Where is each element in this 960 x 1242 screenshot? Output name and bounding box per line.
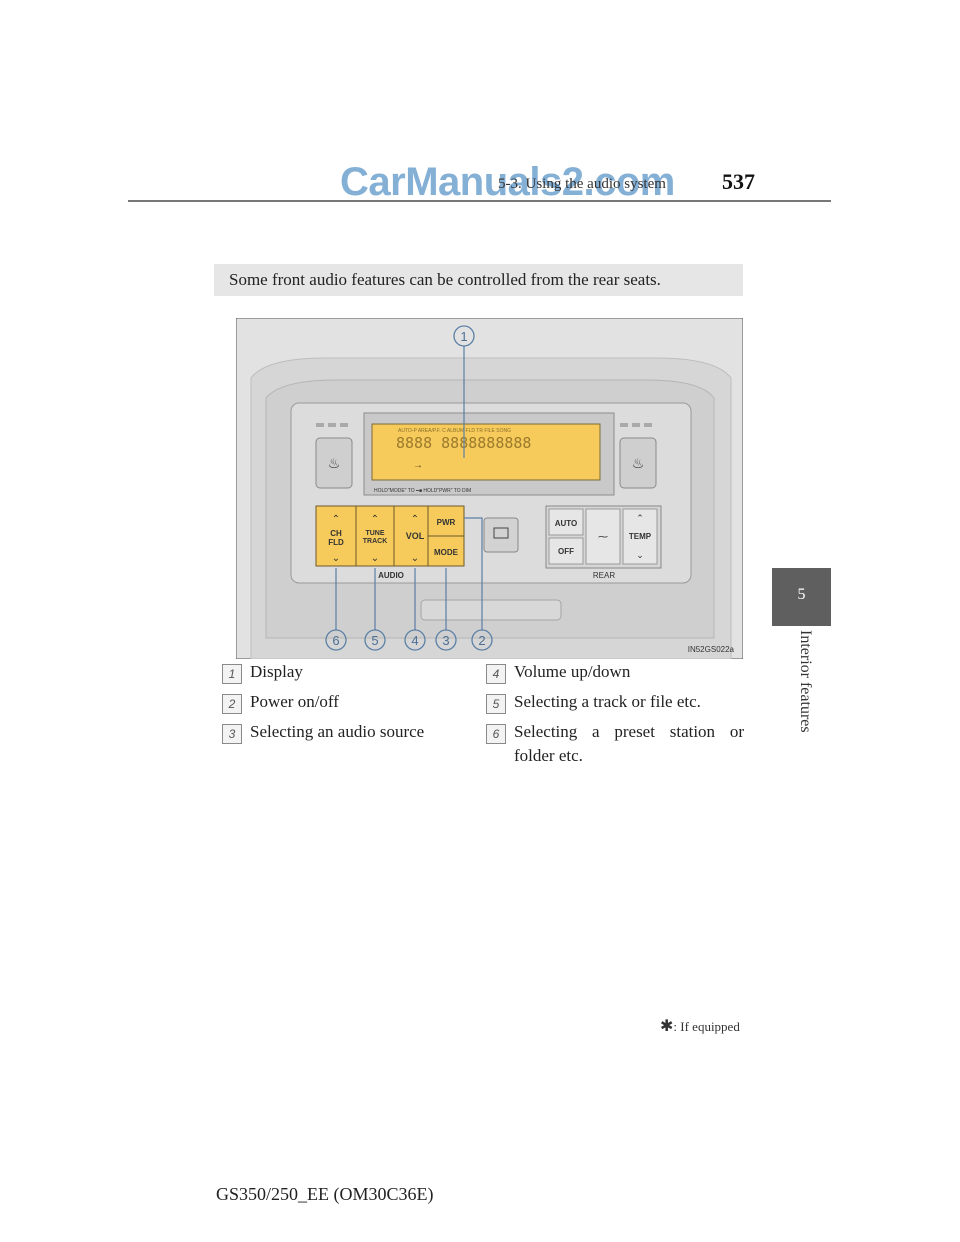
intro-box: Some front audio features can be control…: [214, 264, 743, 296]
callout-5: [364, 629, 386, 651]
svg-text:→: →: [413, 460, 423, 471]
svg-text:3: 3: [442, 633, 449, 648]
svg-text:AUTO-P AREA/P.F. C ALBUM FLD: AUTO-P AREA/P.F. C ALBUM FLD TR FILE SON…: [398, 428, 511, 434]
legend-number: 2: [222, 694, 242, 714]
legend-text: Volume up/down: [514, 662, 631, 681]
pwr-button: [427, 505, 465, 537]
mode-button: [427, 535, 465, 567]
svg-text:♨: ♨: [328, 455, 341, 471]
svg-text:⁓: ⁓: [598, 532, 608, 543]
legend-number: 5: [486, 694, 506, 714]
svg-text:⌃: ⌃: [371, 514, 379, 525]
rear-shade-button: [483, 517, 519, 553]
svg-text:1: 1: [460, 329, 467, 344]
svg-text:⌃: ⌃: [411, 514, 419, 525]
svg-text:2: 2: [478, 633, 485, 648]
page-header: CarManuals2.com 5-3. Using the audio sys…: [0, 0, 960, 210]
section-title: 5-3. Using the audio system: [498, 176, 666, 192]
chapter-label: Interior features: [797, 630, 814, 733]
lcd-display: [371, 423, 601, 481]
svg-text:6: 6: [332, 633, 339, 648]
legend-number: 1: [222, 664, 242, 684]
svg-text:PWR: PWR: [437, 518, 456, 527]
svg-text:4: 4: [411, 633, 418, 648]
callout-2: [471, 629, 493, 651]
svg-text:⌄: ⌄: [636, 550, 644, 560]
legend-number: 6: [486, 724, 506, 744]
svg-text:TRACK: TRACK: [363, 538, 388, 545]
callout-3: [435, 629, 457, 651]
seat-heater-left-button: [315, 437, 353, 489]
legend-text: Power on/off: [250, 692, 339, 711]
legend-text: Selecting an audio source: [250, 722, 425, 741]
svg-text:⌄: ⌄: [332, 553, 340, 564]
watermark: CarManuals2.com: [340, 160, 675, 204]
svg-text:⌃: ⌃: [332, 514, 340, 525]
svg-text:TEMP: TEMP: [629, 532, 652, 541]
svg-text:5: 5: [371, 633, 378, 648]
legend-text: Selecting a preset station or folder etc…: [514, 722, 744, 765]
asterisk-icon: ✱: [660, 1018, 674, 1035]
footnote-text: : If equipped: [673, 1019, 740, 1034]
footnote: ✱: If equipped: [660, 1016, 740, 1036]
svg-text:OFF: OFF: [558, 547, 574, 556]
svg-text:⌄: ⌄: [411, 553, 419, 564]
svg-text:HOLD"MODE" TO ━■ HOLD"PWR": HOLD"MODE" TO ━■ HOLD"PWR" TO DIM: [374, 488, 471, 494]
callout-1: [453, 325, 475, 347]
seat-heater-right-button: [619, 437, 657, 489]
callout-4: [404, 629, 426, 651]
svg-text:⌃: ⌃: [636, 513, 644, 523]
svg-text:MODE: MODE: [434, 548, 459, 557]
legend-text: Display: [250, 662, 303, 681]
panel-illustration: ♨ ♨ AUTO-P AREA/P.F. C ALBUM FLD TR FILE…: [235, 317, 744, 660]
chapter-number: 5: [797, 586, 806, 603]
svg-text:AUTO: AUTO: [555, 519, 578, 528]
svg-text:VOL: VOL: [406, 531, 425, 541]
svg-text:⌄: ⌄: [371, 553, 379, 564]
callout-6: [325, 629, 347, 651]
svg-text:AUDIO: AUDIO: [378, 571, 404, 580]
header-divider: [128, 200, 831, 202]
svg-text:FLD: FLD: [328, 538, 344, 547]
svg-text:IN52GS022a: IN52GS022a: [688, 645, 735, 654]
callout-legend: 1 Display 2 Power on/off 3 Selecting an …: [222, 660, 752, 780]
chapter-tab[interactable]: 5: [772, 568, 831, 626]
svg-text:CH: CH: [330, 529, 342, 538]
rear-control-panel-figure: ♨ ♨ AUTO-P AREA/P.F. C ALBUM FLD TR FILE…: [235, 317, 744, 660]
legend-number: 4: [486, 664, 506, 684]
page-number: 537: [722, 169, 755, 194]
legend-text: Selecting a track or file etc.: [514, 692, 701, 711]
legend-number: 3: [222, 724, 242, 744]
footer-model-code: GS350/250_EE (OM30C36E): [216, 1184, 434, 1204]
svg-text:REAR: REAR: [593, 571, 615, 580]
svg-text:♨: ♨: [632, 455, 645, 471]
svg-text:TUNE: TUNE: [365, 530, 384, 537]
intro-text: Some front audio features can be control…: [229, 270, 661, 289]
